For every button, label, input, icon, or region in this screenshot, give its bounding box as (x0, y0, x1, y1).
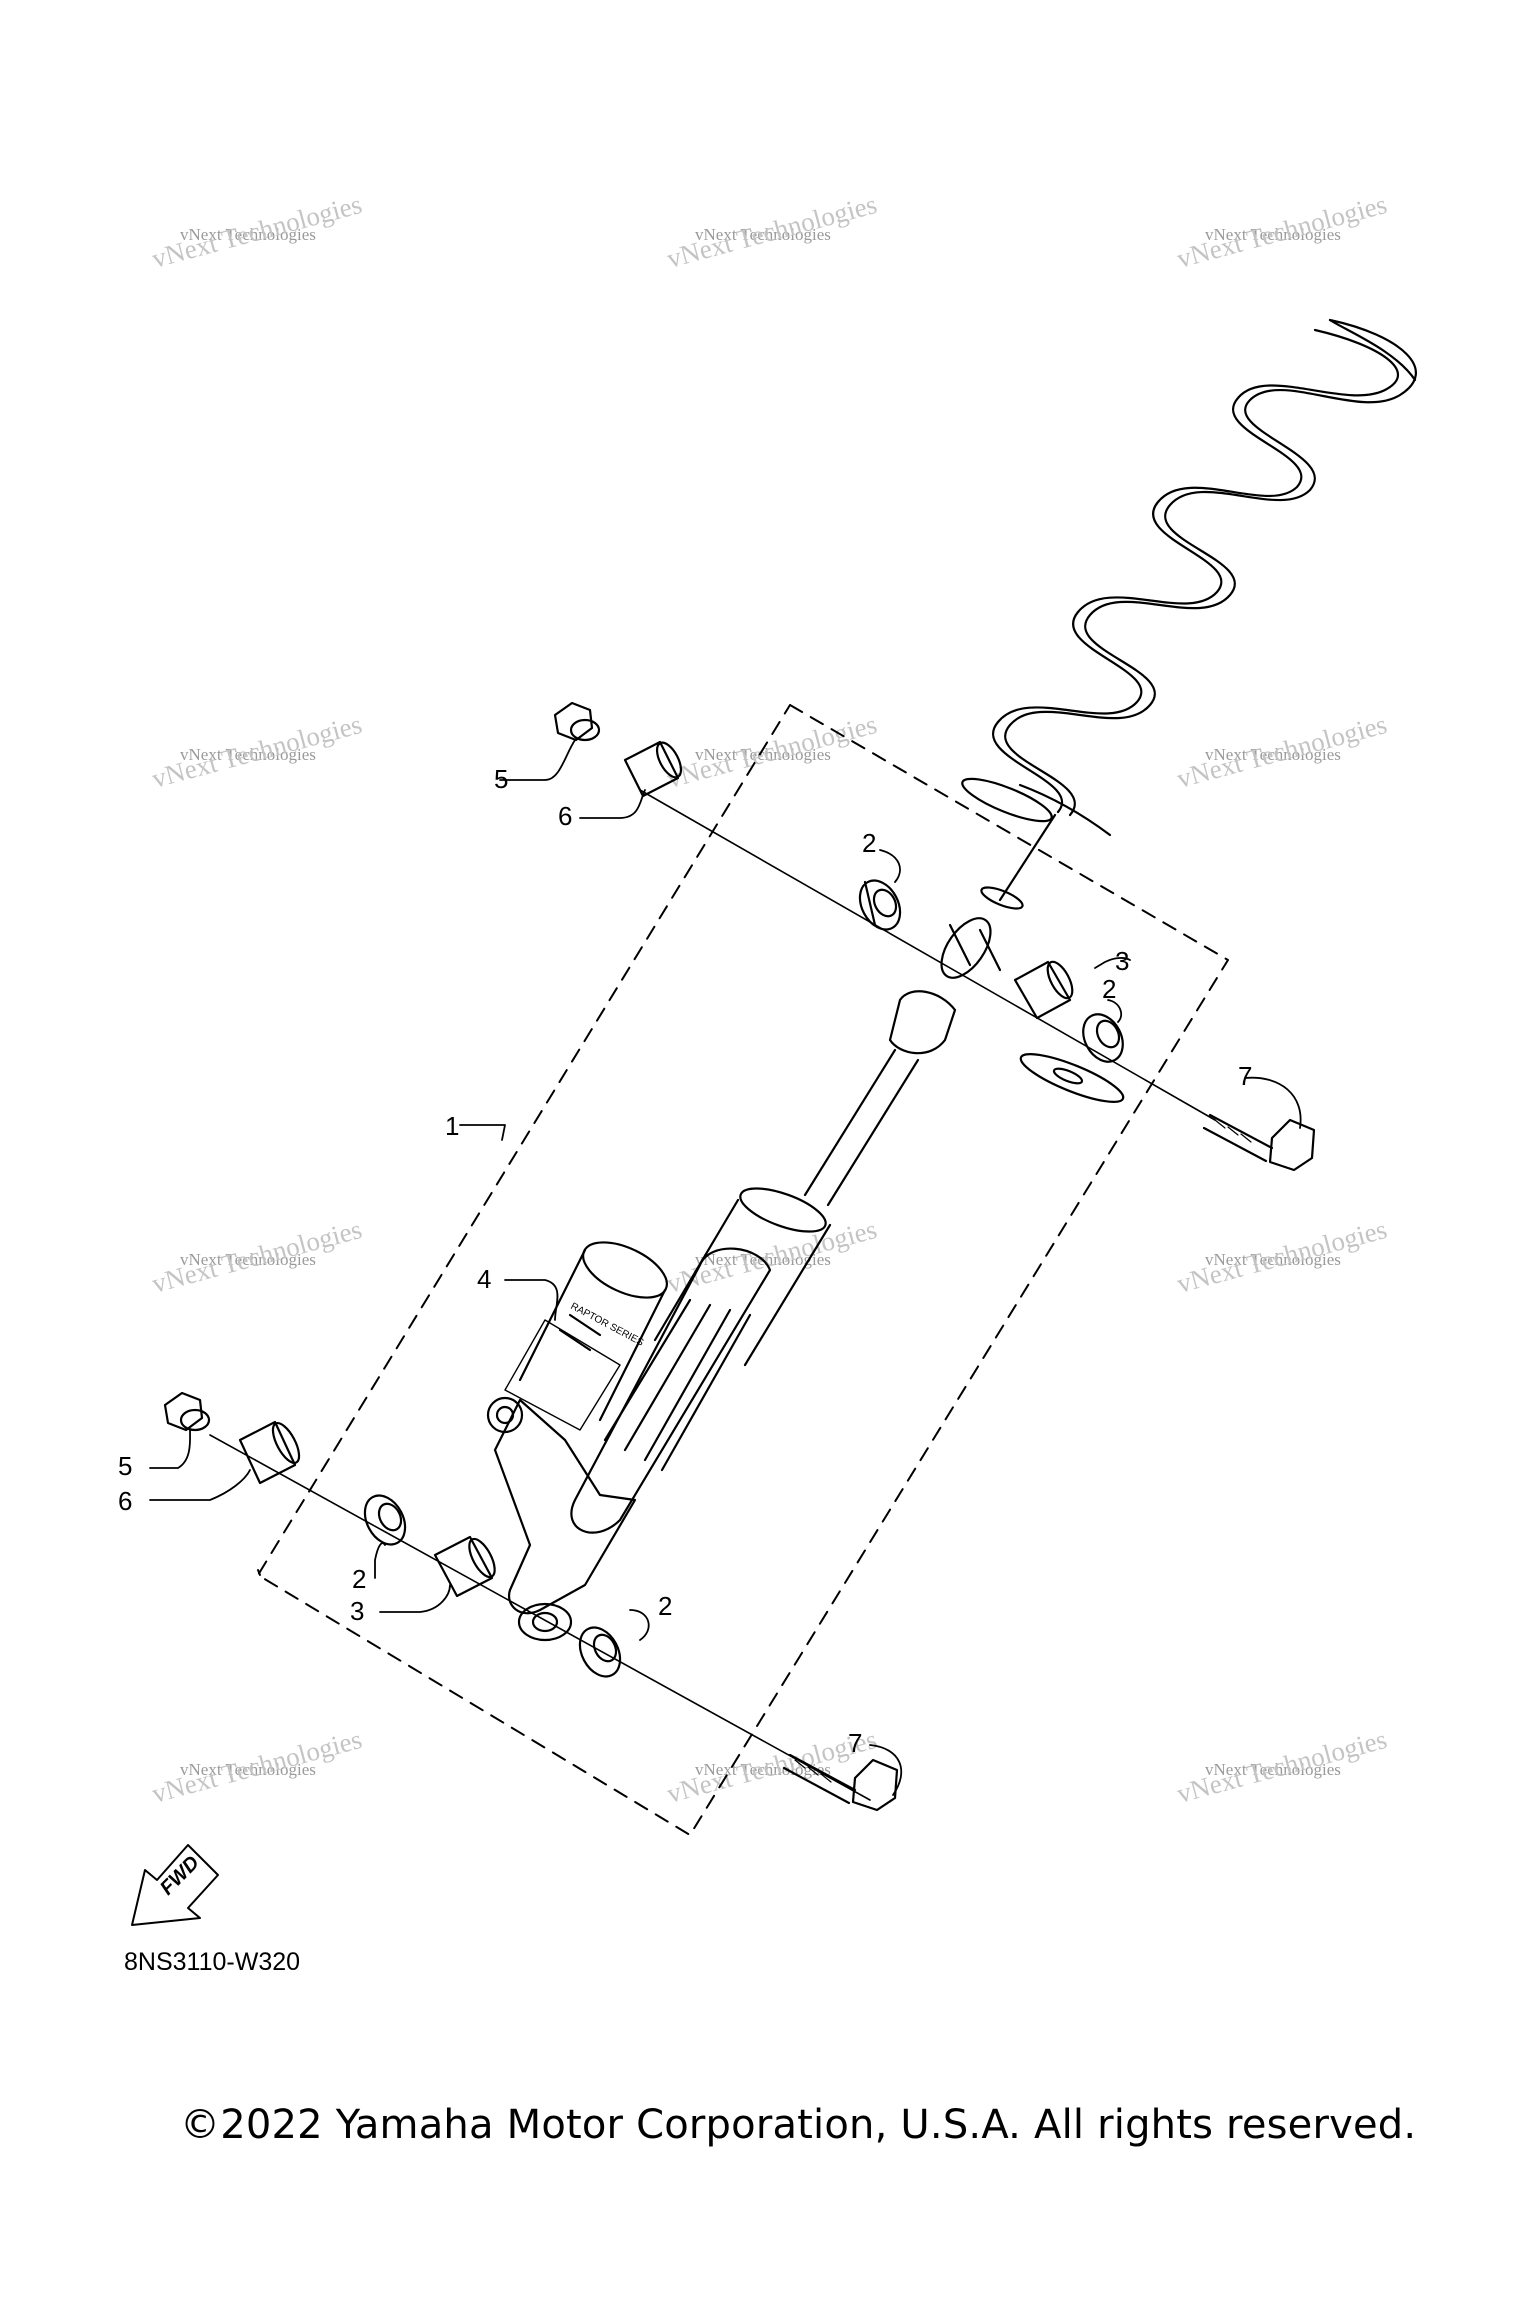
callout-2: 2 (352, 1564, 366, 1594)
callout-2: 2 (658, 1591, 672, 1621)
coil-spring (992, 318, 1417, 837)
callout-3: 3 (1115, 946, 1129, 976)
watermark: vNext Technologies vNext Technologies (149, 709, 365, 794)
spring-seat-upper (961, 777, 1057, 910)
callout-4: 4 (477, 1264, 491, 1294)
svg-text:vNext Technologies: vNext Technologies (1205, 1250, 1341, 1269)
watermark: vNext Technologies vNext Technologies (149, 1724, 365, 1809)
svg-text:vNext Technologies: vNext Technologies (695, 745, 831, 764)
callout-7: 7 (1238, 1061, 1252, 1091)
svg-text:vNext Technologies: vNext Technologies (1205, 745, 1341, 764)
collar-lower (238, 1420, 301, 1485)
flange-nut-lower (163, 1391, 211, 1432)
watermark: vNext Technologies vNext Technologies (1174, 709, 1390, 794)
collar-upper (623, 740, 683, 798)
svg-text:vNext Technologies: vNext Technologies (180, 1250, 316, 1269)
callout-6: 6 (558, 801, 572, 831)
watermark: vNext Technologies vNext Technologies (149, 1214, 365, 1299)
svg-text:vNext Technologies: vNext Technologies (180, 225, 316, 244)
watermark: vNext Technologies vNext Technologies (1174, 1214, 1390, 1299)
watermark: vNext Technologies vNext Technologies (1174, 189, 1390, 274)
svg-text:vNext Technologies: vNext Technologies (180, 1760, 316, 1779)
bushing-lower-right (578, 1626, 622, 1678)
callout-5: 5 (118, 1451, 132, 1481)
svg-text:FWD: FWD (156, 1852, 204, 1900)
watermark: vNext Technologies vNext Technologies (664, 709, 880, 794)
bushing-upper-left (858, 879, 902, 931)
flange-nut-upper (553, 701, 601, 742)
callout-labels: 1 2 2 2 2 3 3 4 5 5 6 6 7 7 (118, 764, 1252, 1758)
bolt-lower (782, 1753, 899, 1812)
svg-text:vNext Technologies: vNext Technologies (180, 745, 316, 764)
callout-7: 7 (848, 1728, 862, 1758)
watermark: vNext Technologies vNext Technologies (664, 1214, 880, 1299)
collar-lower-right (433, 1535, 496, 1598)
watermark: vNext Technologies vNext Technologies (149, 189, 365, 274)
watermark: vNext Technologies vNext Technologies (664, 189, 880, 274)
svg-text:vNext Technologies: vNext Technologies (1205, 225, 1341, 244)
center-lines (209, 789, 1216, 1801)
callout-5: 5 (494, 764, 508, 794)
bolt-upper (1202, 1113, 1316, 1172)
fwd-arrow-icon: FWD (131, 1844, 219, 1926)
bushing-upper-right (1082, 1013, 1124, 1063)
watermark: vNext Technologies vNext Technologies (1174, 1724, 1390, 1809)
callout-2: 2 (1102, 974, 1116, 1004)
bushing-lower-left (363, 1494, 407, 1546)
svg-text:vNext Technologies: vNext Technologies (695, 225, 831, 244)
copyright-notice: ©2022 Yamaha Motor Corporation, U.S.A. A… (180, 2102, 1417, 2148)
svg-text:vNext Technologies: vNext Technologies (1205, 1760, 1341, 1779)
collar-upper-right (1013, 960, 1074, 1020)
assembly-outline (257, 704, 1229, 1836)
callout-1: 1 (445, 1111, 459, 1141)
lower-hardware (163, 1391, 899, 1812)
callout-6: 6 (118, 1486, 132, 1516)
callout-3: 3 (350, 1596, 364, 1626)
upper-hardware (553, 701, 1316, 1172)
leader-lines (149, 739, 1302, 1796)
spring-seat-lower (1019, 1053, 1125, 1103)
diagram-code: 8NS3110-W320 (124, 1948, 301, 1976)
callout-2: 2 (862, 828, 876, 858)
